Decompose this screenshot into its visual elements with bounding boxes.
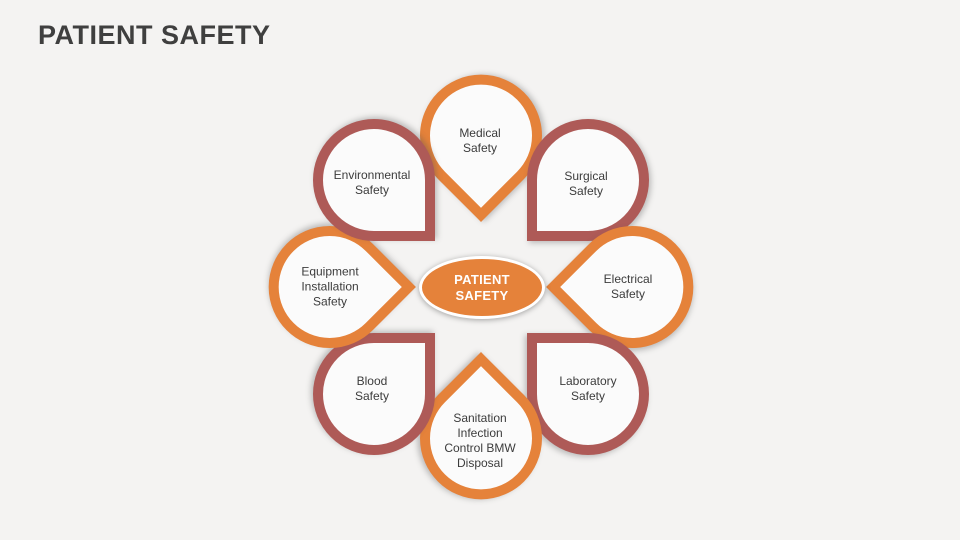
petal-label-equipment-installation-safety: Equipment Installation Safety	[301, 264, 359, 309]
petal-label-blood-safety: Blood Safety	[354, 374, 390, 403]
slide-title: PATIENT SAFETY	[38, 20, 271, 50]
petal-label-surgical-safety: Surgical Safety	[564, 169, 608, 198]
center-badge-label: PATIENT SAFETY	[454, 271, 510, 303]
petal-label-sanitation-safety: Sanitation Infection Control BMW Disposa…	[444, 411, 516, 470]
petal-label-electrical-safety: Electrical Safety	[603, 272, 653, 301]
petal-label-laboratory-safety: Laboratory Safety	[559, 374, 617, 403]
center-badge: PATIENT SAFETY	[419, 256, 545, 319]
petal-label-medical-safety: Medical Safety	[459, 126, 501, 155]
petal-label-environmental-safety: Environmental Safety	[333, 168, 411, 197]
petal-surgical-safety	[527, 119, 649, 241]
